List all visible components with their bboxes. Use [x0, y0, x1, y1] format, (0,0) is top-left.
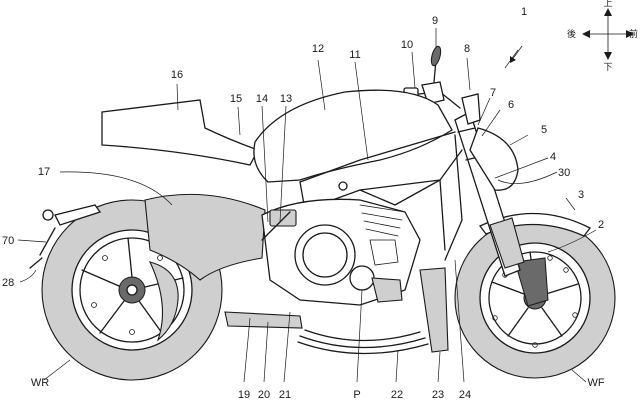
- compass-up-label: 上: [603, 0, 612, 9]
- front-wheel: [454, 217, 616, 379]
- fuel-tank: [253, 89, 453, 183]
- ref-label-24: 24: [459, 389, 471, 401]
- direction-compass: [582, 8, 634, 60]
- ref-label-11: 11: [349, 49, 360, 61]
- ref-label-7: 7: [490, 87, 496, 99]
- ref-label-21: 21: [279, 389, 291, 401]
- swingarm: [144, 193, 266, 281]
- ref-label-16: 16: [171, 69, 183, 81]
- seat-cowl: [101, 99, 259, 166]
- leader-lines: [17, 28, 597, 383]
- ref-label-17: 17: [38, 166, 50, 178]
- ref-label-6: 6: [508, 99, 514, 111]
- ref-label-8: 8: [464, 43, 470, 55]
- rear-shock: [261, 209, 297, 241]
- rear-fender-bracket: [29, 204, 102, 269]
- ref-label-14: 14: [256, 93, 268, 105]
- ref-label-30: 30: [558, 167, 570, 179]
- under-cowl: [419, 267, 449, 353]
- ref-label-5: 5: [541, 124, 547, 136]
- ref-label-2: 2: [598, 219, 604, 231]
- ref-label-13: 13: [280, 93, 292, 105]
- ref-label-19: 19: [238, 389, 250, 401]
- exhaust-pipe: [224, 311, 429, 355]
- ref-label-3: 3: [578, 189, 584, 201]
- ref-label-70: 70: [2, 235, 14, 247]
- ref-label-9: 9: [432, 15, 438, 27]
- ref-label-23: 23: [432, 389, 444, 401]
- ref-arrow: [511, 45, 523, 61]
- ref-label-12: 12: [312, 43, 324, 55]
- ref-label-10: 10: [401, 39, 413, 51]
- ref-label-P: P: [353, 389, 360, 401]
- compass-front-label: 前: [629, 28, 638, 40]
- ref-label-WR: WR: [31, 377, 49, 389]
- ref-label-1: 1: [521, 6, 527, 18]
- ref-label-20: 20: [258, 389, 270, 401]
- ref-label-4: 4: [550, 151, 556, 163]
- compass-back-label: 後: [567, 28, 576, 40]
- ref-label-28: 28: [2, 277, 14, 289]
- engine: [261, 198, 421, 306]
- headlight-cowl: [469, 127, 519, 191]
- ref-label-15: 15: [230, 93, 242, 105]
- compass-down-label: 下: [603, 63, 612, 73]
- ref-label-WF: WF: [587, 377, 604, 389]
- main-frame: [299, 131, 463, 261]
- ref-label-22: 22: [391, 389, 403, 401]
